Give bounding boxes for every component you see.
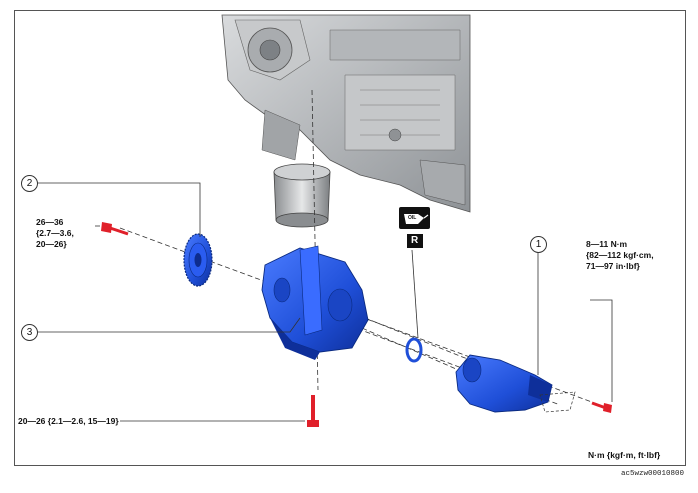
o-ring-leader-line	[411, 249, 419, 339]
bolt-1	[591, 401, 612, 413]
callout-3: 3	[21, 324, 38, 341]
oil-pump-part-3	[261, 245, 369, 360]
sprocket-part-2	[183, 233, 213, 287]
bolt-3	[307, 395, 319, 427]
strainer-part-1	[455, 354, 576, 413]
leader-lines	[38, 182, 613, 422]
o-ring	[405, 337, 423, 363]
oil-filter	[273, 163, 331, 228]
bolt-2	[101, 222, 129, 236]
engine-block	[221, 14, 471, 213]
document-id: ac5wzw00010800	[620, 470, 684, 478]
oil-icon-text: OIL	[408, 215, 417, 221]
replace-icon	[407, 234, 423, 248]
callout-1: 1	[530, 236, 547, 253]
units-note: N·m {kgf·m, ft·lbf}	[588, 450, 661, 460]
replace-icon-text: R	[411, 235, 419, 246]
oil-icon	[399, 207, 430, 229]
torque-label-bolt-1: 8—11 N·m {82—112 kgf·cm, 71—97 in·lbf}	[586, 239, 654, 271]
torque-label-bolt-3: 20—26 {2.1—2.6, 15—19}	[18, 416, 119, 426]
torque-label-bolt-2: 26—36 {2.7—3.6, 20—26}	[36, 217, 74, 249]
callout-2: 2	[21, 175, 38, 192]
